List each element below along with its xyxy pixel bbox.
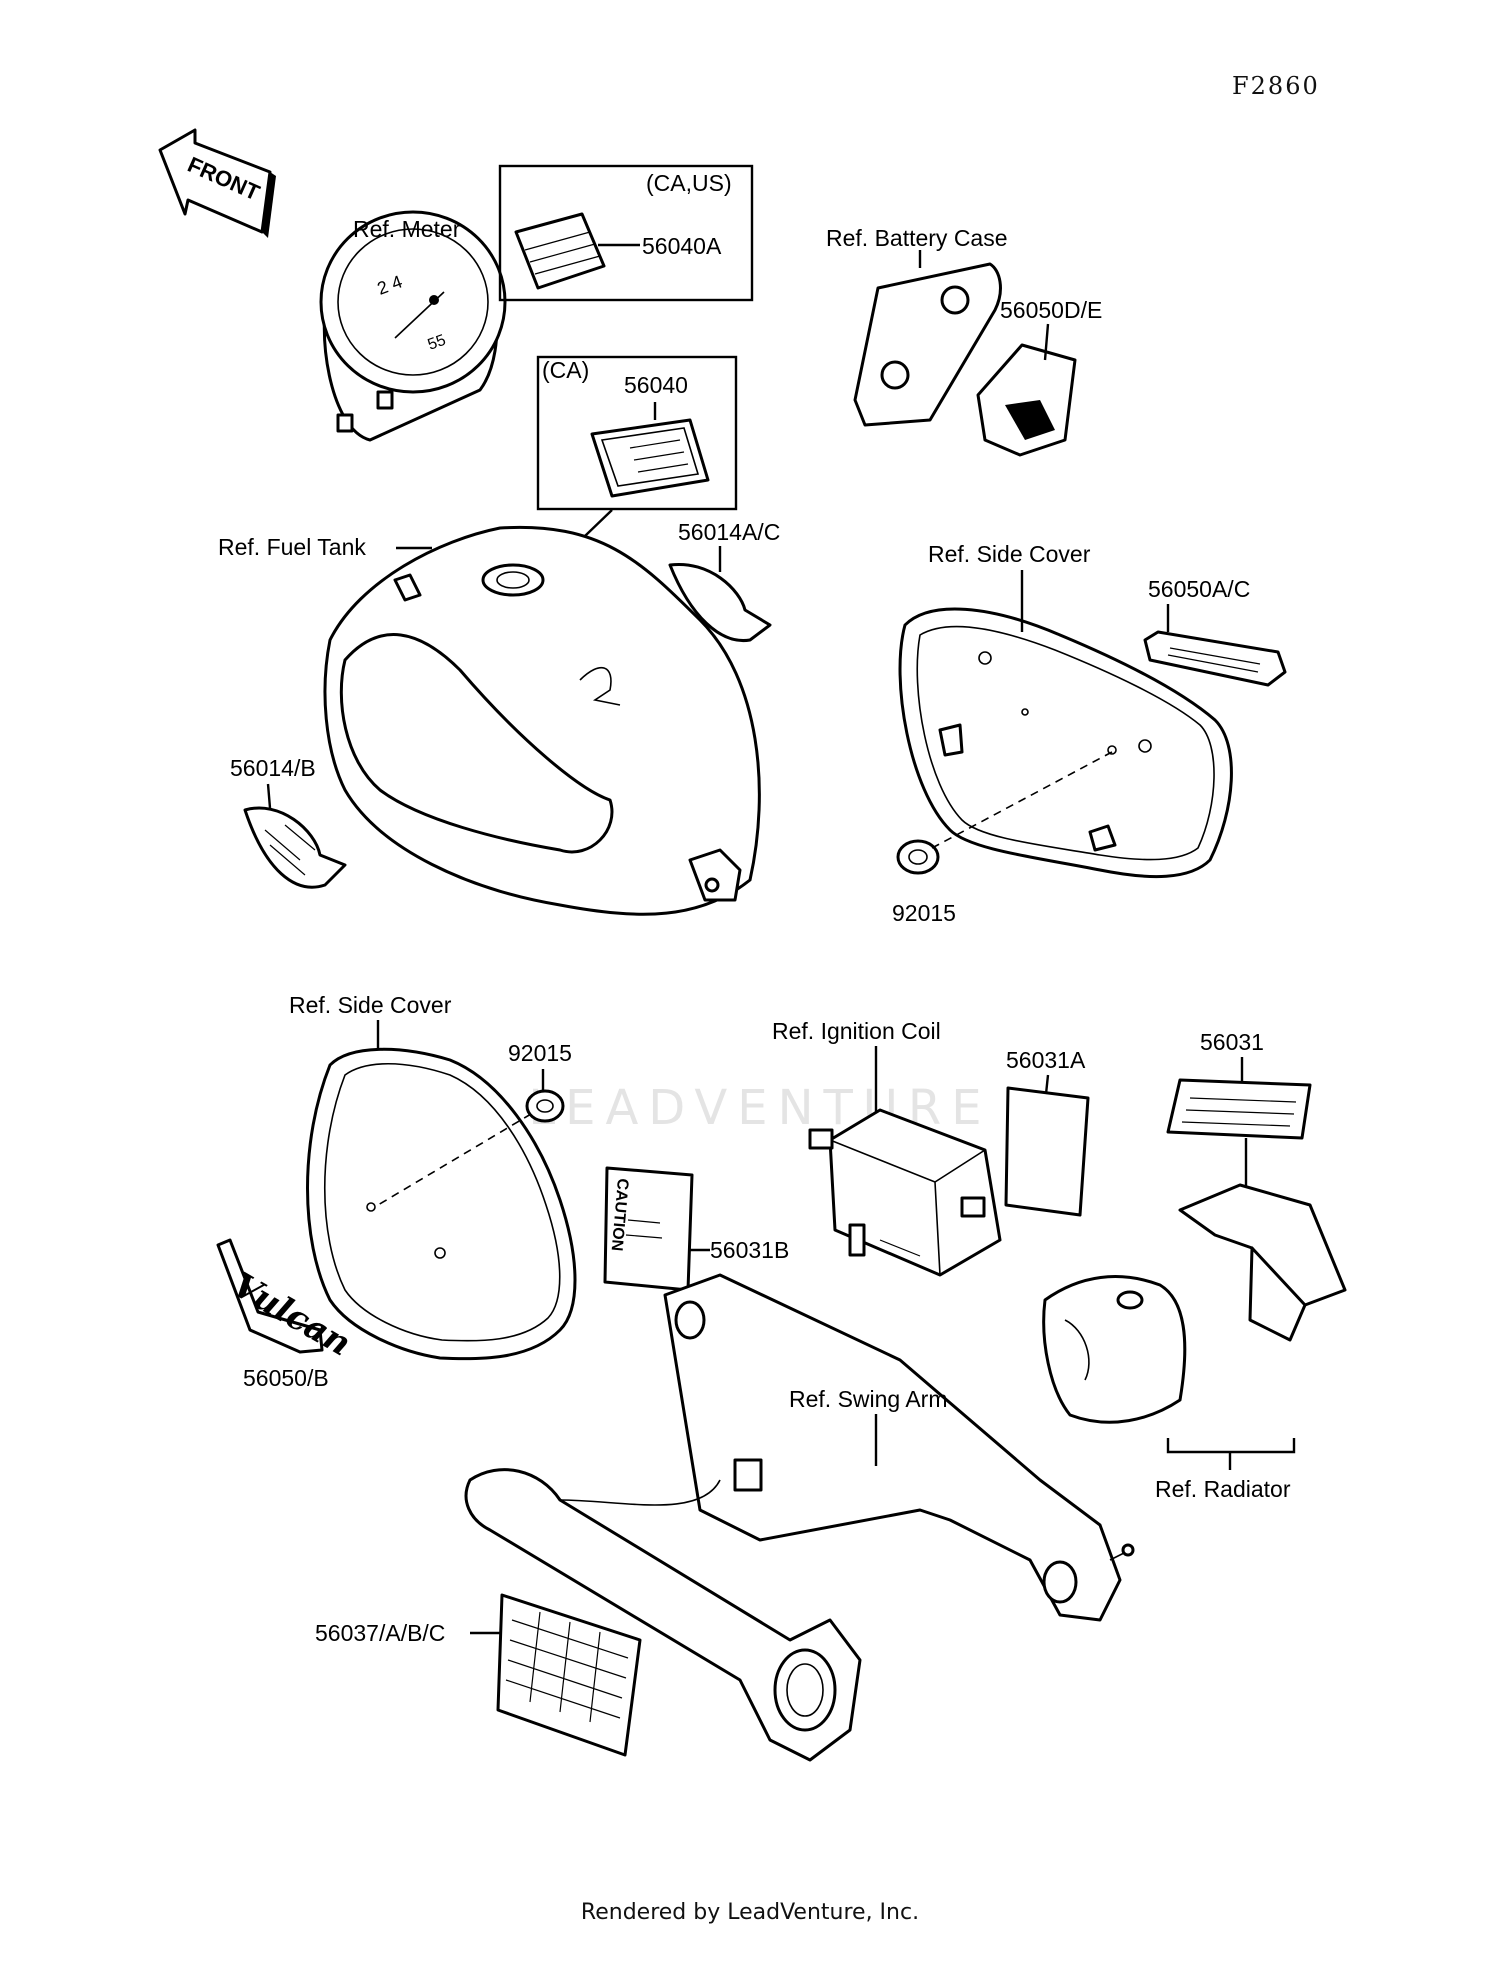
badge-56050AC [1143, 630, 1287, 687]
label-56014AC: 56014A/C [678, 519, 780, 545]
side-cover-top-drawing [898, 607, 1233, 878]
label-56014B: 56014/B [230, 755, 316, 781]
label-56031A: 56031A [1006, 1047, 1086, 1073]
fuel-tank-drawing [323, 525, 761, 916]
meter-drawing: 2 4 55 [319, 210, 507, 442]
label-56050B: 56050/B [243, 1365, 329, 1391]
decal-56040A [514, 212, 606, 290]
front-arrow-icon: FRONT [158, 128, 276, 238]
svg-text:55: 55 [426, 332, 449, 354]
grommet-92015-top [896, 839, 940, 875]
label-ca: (CA) [542, 357, 589, 383]
battery-case-drawing [853, 262, 1077, 457]
label-ref-battery-case: Ref. Battery Case [826, 225, 1008, 251]
footer-credit: Rendered by LeadVenture, Inc. [580, 1900, 920, 1925]
label-ref-meter: Ref. Meter [353, 216, 461, 242]
label-ref-fuel-tank: Ref. Fuel Tank [218, 534, 366, 560]
caution-decal-text: CAUTION [608, 1178, 631, 1252]
label-56050AC: 56050A/C [1148, 576, 1250, 602]
label-92015-bottom: 92015 [508, 1040, 572, 1066]
label-56040A: 56040A [642, 233, 722, 259]
side-cover-bottom-drawing [306, 1047, 577, 1361]
label-56031: 56031 [1200, 1029, 1264, 1055]
swing-arm-drawing [464, 1273, 1135, 1762]
label-ref-radiator: Ref. Radiator [1155, 1476, 1291, 1502]
emblem-56014B [243, 806, 347, 889]
figure-number: F2860 [1232, 72, 1320, 100]
plate-56037ABC [496, 1593, 642, 1757]
emblem-56014AC [668, 562, 772, 643]
label-ref-swing-arm: Ref. Swing Arm [789, 1386, 948, 1412]
label-56050DE: 56050D/E [1000, 297, 1102, 323]
label-56037ABC: 56037/A/B/C [315, 1620, 445, 1646]
ignition-coil-drawing [808, 1108, 1002, 1277]
region-box-ca [536, 355, 738, 511]
radiator-drawing [1042, 1183, 1347, 1424]
label-ref-side-cover-top: Ref. Side Cover [928, 541, 1091, 567]
decal-56031A [1004, 1086, 1090, 1217]
label-ref-ignition-coil: Ref. Ignition Coil [772, 1018, 941, 1044]
label-56031B: 56031B [710, 1237, 789, 1263]
label-ca-us: (CA,US) [646, 170, 732, 196]
region-box-ca-us [498, 164, 754, 302]
label-ref-side-cover-bottom: Ref. Side Cover [289, 992, 452, 1018]
grommet-92015-bottom [525, 1089, 565, 1123]
label-92015-top: 92015 [892, 900, 956, 926]
decal-56031 [1166, 1078, 1312, 1140]
label-56040: 56040 [624, 372, 688, 398]
